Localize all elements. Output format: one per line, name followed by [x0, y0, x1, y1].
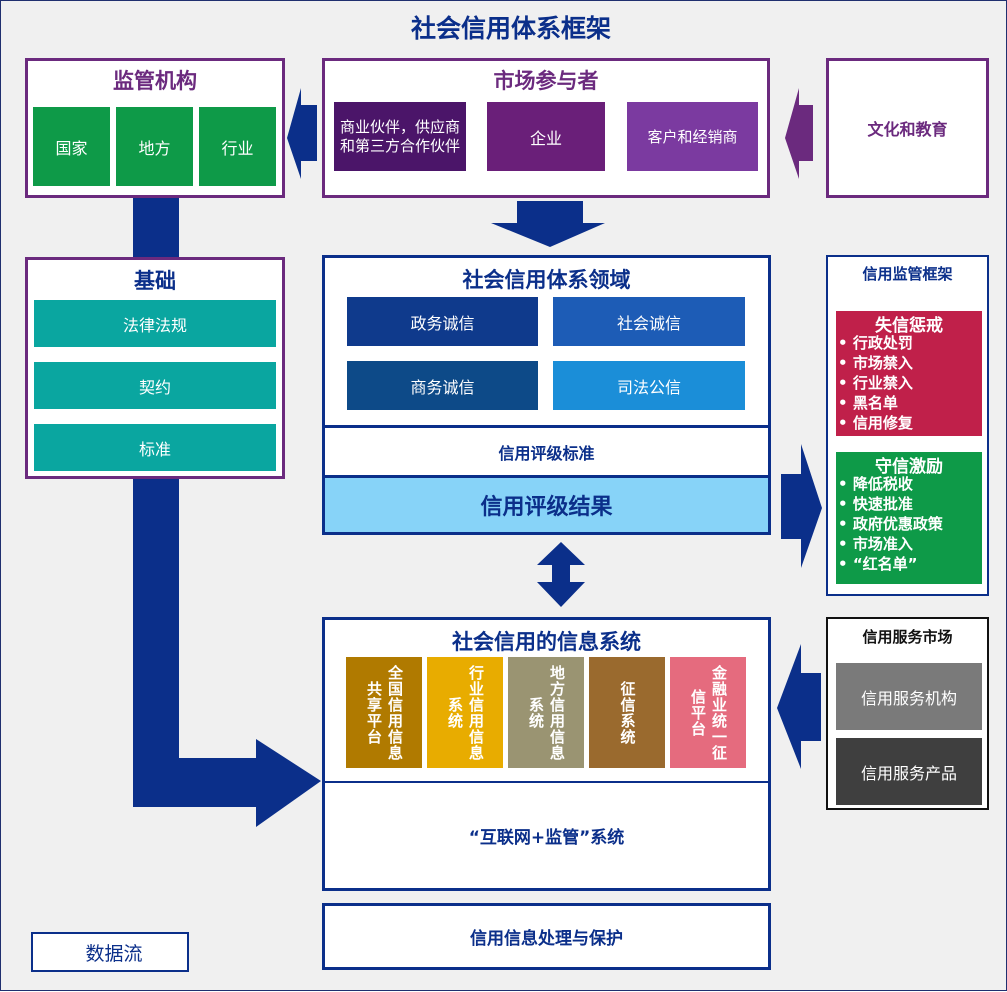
service-to-info-arrow — [777, 644, 821, 769]
service-institutions: 信用服务机构 — [836, 663, 982, 730]
rating-standard: 信用评级标准 — [322, 425, 771, 478]
service-products: 信用服务产品 — [836, 738, 982, 805]
punish-item: 信用修复 — [838, 413, 982, 433]
processing-protection-box: 信用信息处理与保护 — [322, 903, 771, 970]
punish-item: 黑名单 — [838, 393, 982, 413]
regulator-industry: 行业 — [199, 107, 276, 186]
market-partners: 商业伙伴，供应商和第三方合作伙伴 — [334, 102, 466, 171]
info-local-system: 地方信用信息系统 — [508, 657, 584, 768]
info-national-platform: 全国信用信息共享平台 — [346, 657, 422, 768]
internet-supervision-box: “互联网+监管”系统 — [322, 783, 771, 891]
page-title: 社会信用体系框架 — [410, 14, 611, 43]
reward-item: 市场准入 — [838, 534, 982, 554]
info-financial-platform-label: 金融业统一征信平台 — [689, 664, 728, 761]
foundation-contract: 契约 — [34, 362, 276, 409]
foundation-law: 法律法规 — [34, 300, 276, 347]
market-title: 市场参与者 — [493, 69, 599, 93]
domain-title: 社会信用体系领域 — [462, 268, 631, 292]
punish-item: 行业禁入 — [838, 373, 982, 393]
domain-social-integrity: 社会诚信 — [553, 297, 745, 346]
reward-item: 政府优惠政策 — [838, 514, 982, 534]
legend-box — [31, 932, 189, 972]
domain-business-integrity: 商务诚信 — [347, 361, 538, 410]
regulators-title: 监管机构 — [113, 69, 197, 93]
rating-result: 信用评级结果 — [322, 478, 771, 535]
domain-to-supervision-arrow — [781, 444, 822, 568]
foundation-standard: 标准 — [34, 424, 276, 471]
info-credit-reporting-label: 征信系统 — [618, 680, 637, 745]
punish-item: 行政处罚 — [838, 333, 982, 353]
market-to-domain-arrow — [491, 201, 605, 247]
market-enterprise: 企业 — [487, 102, 605, 171]
rating-info-double-arrow — [537, 542, 585, 607]
info-industry-system: 行业信用信息系统 — [427, 657, 503, 768]
regulator-local: 地方 — [116, 107, 193, 186]
punish-title: 失信惩戒 — [875, 315, 943, 336]
service-market-title: 信用服务市场 — [862, 627, 953, 646]
legend-label: 数据流 — [85, 942, 143, 965]
info-industry-system-label: 行业信用信息系统 — [446, 664, 485, 761]
reward-item: 降低税收 — [838, 474, 982, 494]
info-local-system-label: 地方信用信息系统 — [527, 664, 566, 761]
info-system-title: 社会信用的信息系统 — [452, 630, 641, 654]
info-financial-platform: 金融业统一征信平台 — [670, 657, 746, 768]
culture-box: 文化和教育 — [826, 58, 989, 198]
market-customers: 客户和经销商 — [627, 102, 758, 171]
reward-title: 守信激励 — [875, 456, 943, 477]
regulator-national: 国家 — [33, 107, 110, 186]
info-credit-reporting: 征信系统 — [589, 657, 665, 768]
reward-item: “红名单” — [838, 554, 982, 574]
market-to-regulators-arrow — [287, 88, 317, 179]
culture-to-market-arrow — [785, 88, 813, 179]
reward-list: 降低税收 快速批准 政府优惠政策 市场准入 “红名单” — [838, 474, 982, 574]
domain-government-integrity: 政务诚信 — [347, 297, 538, 346]
punish-list: 行政处罚 市场禁入 行业禁入 黑名单 信用修复 — [838, 333, 982, 433]
foundation-title: 基础 — [134, 269, 176, 293]
info-national-platform-label: 全国信用信息共享平台 — [365, 664, 404, 761]
reward-item: 快速批准 — [838, 494, 982, 514]
punish-item: 市场禁入 — [838, 353, 982, 373]
supervision-title: 信用监管框架 — [862, 264, 953, 283]
domain-judicial-credibility: 司法公信 — [553, 361, 745, 410]
